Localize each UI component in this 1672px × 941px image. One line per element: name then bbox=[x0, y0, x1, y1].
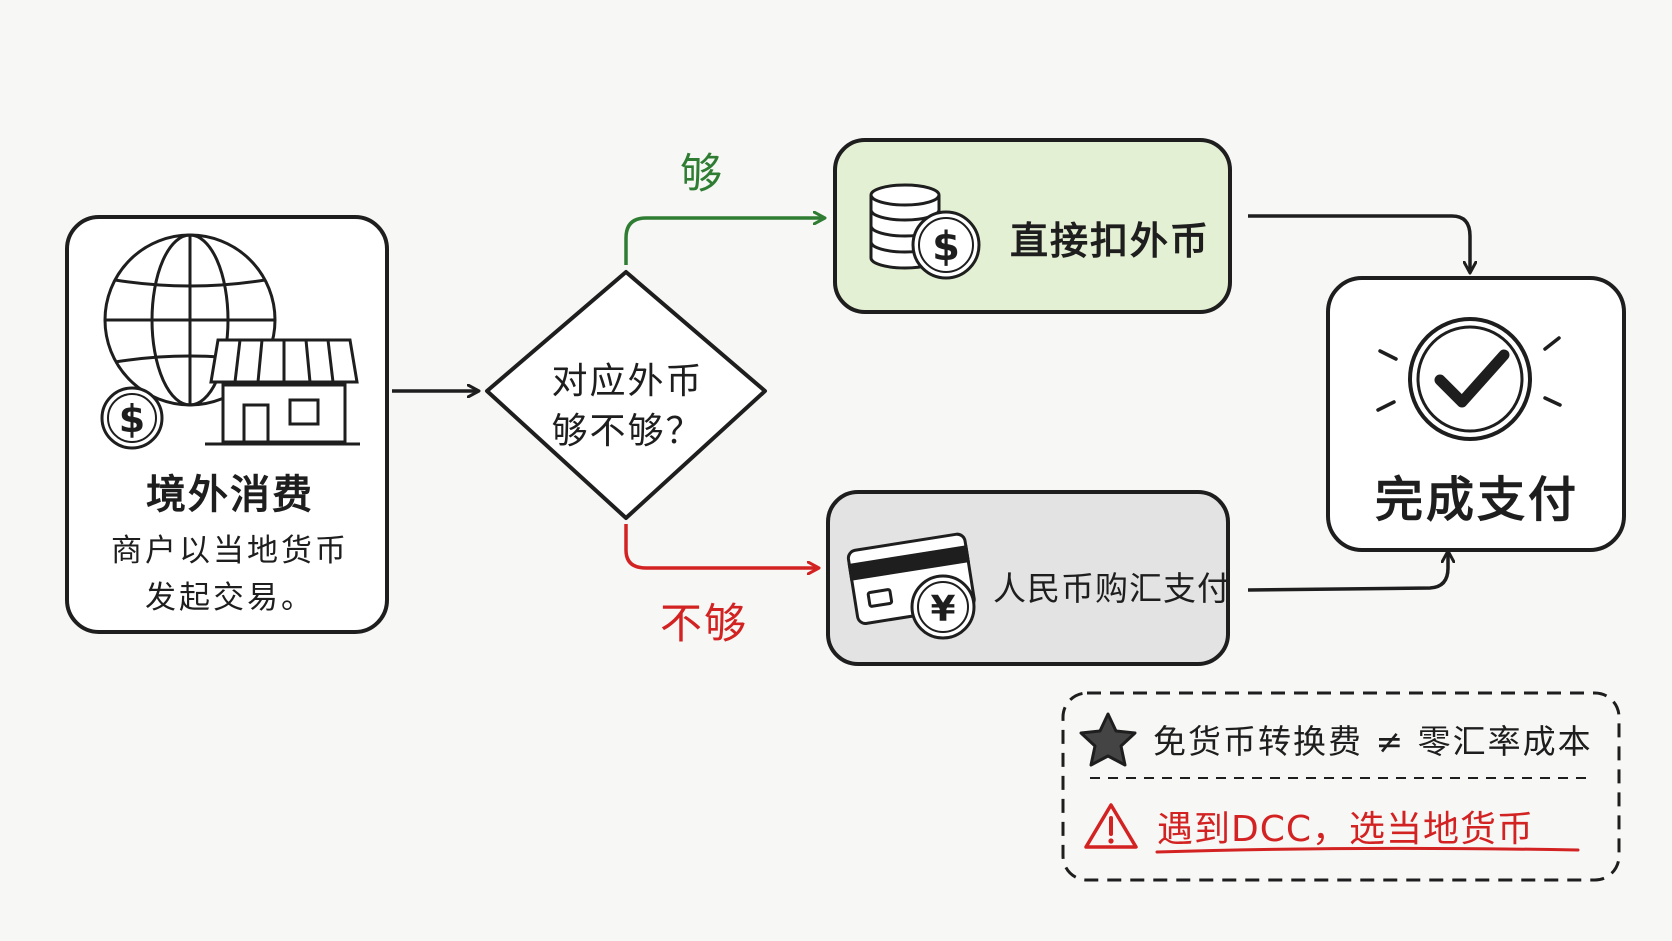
check-circle-icon bbox=[1376, 317, 1562, 441]
dollar-coin-icon: $ bbox=[911, 210, 981, 280]
start-title: 境外消费 bbox=[146, 472, 314, 518]
notes-box bbox=[1061, 691, 1621, 882]
svg-text:¥: ¥ bbox=[930, 589, 955, 630]
branch-no-label: 不够 bbox=[660, 599, 749, 648]
decision-question-line2: 够不够？ bbox=[551, 411, 704, 452]
arrow-no bbox=[624, 524, 818, 568]
globe-icon bbox=[103, 233, 277, 407]
shop-icon bbox=[205, 338, 360, 446]
done-label: 完成支付 bbox=[1374, 472, 1579, 528]
note-dcc-warning: 遇到DCC，选当地货币 bbox=[1157, 809, 1534, 850]
start-desc-line1: 商户以当地货币 bbox=[111, 533, 349, 569]
warning-icon bbox=[1084, 803, 1138, 849]
arrow-yes bbox=[624, 218, 824, 265]
branch-yes-label: 够 bbox=[680, 149, 723, 198]
start-desc-line2: 发起交易。 bbox=[145, 580, 315, 616]
yuan-coin-icon: ¥ bbox=[910, 574, 976, 640]
star-icon bbox=[1079, 712, 1137, 767]
box-rmb-label: 人民币购汇支付 bbox=[993, 569, 1231, 608]
note2-underline bbox=[1155, 846, 1580, 854]
note-no-fee: 免货币转换费 ≠ 零汇率成本 bbox=[1153, 722, 1593, 761]
box-foreign-label: 直接扣外币 bbox=[1010, 219, 1211, 263]
decision-diamond bbox=[485, 270, 767, 520]
arrow-rmb-to-done bbox=[1247, 552, 1448, 592]
decision-question-line1: 对应外币 bbox=[551, 361, 704, 402]
svg-text:$: $ bbox=[119, 397, 145, 441]
dollar-coin-icon: $ bbox=[100, 386, 164, 450]
svg-text:$: $ bbox=[932, 224, 960, 270]
arrow-foreign-to-done bbox=[1248, 214, 1470, 272]
